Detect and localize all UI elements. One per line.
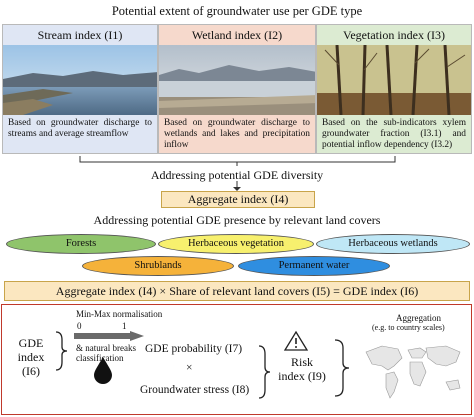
normalisation-arrow bbox=[74, 331, 144, 341]
wetland-index-description: Based on groundwater discharge to wetlan… bbox=[159, 115, 315, 153]
world-map-icon bbox=[365, 345, 461, 399]
wetland-index-heading: Wetland index (I2) bbox=[159, 25, 315, 45]
land-cover-herbaceous-vegetation: Herbaceous vegetation bbox=[158, 234, 314, 254]
wetland-panel: Wetland index (I2) Based on groundwater … bbox=[158, 24, 316, 154]
aggregate-index-box: Aggregate index (I4) bbox=[161, 191, 315, 208]
diagram-title: Potential extent of groundwater use per … bbox=[111, 4, 363, 18]
gde-index-equation: Aggregate index (I4) × Share of relevant… bbox=[4, 281, 470, 301]
stream-index-description: Based on groundwater discharge to stream… bbox=[3, 115, 157, 153]
aggregation-brace bbox=[334, 339, 350, 397]
groundwater-stress-label: Groundwater stress (I8) bbox=[140, 384, 250, 396]
gde-probability-label: GDE probability (I7) bbox=[145, 343, 243, 355]
vegetation-panel: Vegetation index (I3) Based on the sub-i… bbox=[316, 24, 472, 154]
land-cover-shrublands: Shrublands bbox=[82, 256, 234, 276]
diversity-connector bbox=[79, 156, 396, 191]
risk-index-label: Risk index (I9) bbox=[278, 355, 326, 383]
risk-section bbox=[1, 304, 472, 415]
scale-max-label: 1 bbox=[122, 321, 127, 331]
stream-photo bbox=[3, 45, 157, 115]
aggregation-sub-label: (e.g. to country scales) bbox=[372, 323, 445, 332]
gde-brace bbox=[55, 331, 68, 371]
land-cover-permanent-water: Permanent water bbox=[238, 256, 390, 276]
vegetation-photo bbox=[317, 45, 471, 115]
aggregation-label: Aggregation bbox=[396, 313, 441, 323]
stream-panel: Stream index (I1) Based on groundwater d… bbox=[2, 24, 158, 154]
vegetation-index-heading: Vegetation index (I3) bbox=[317, 25, 471, 45]
presence-label: Addressing potential GDE presence by rel… bbox=[93, 213, 381, 227]
water-drop-icon bbox=[94, 357, 112, 384]
gde-index-label: GDE index (I6) bbox=[17, 336, 45, 378]
natural-breaks-label: & natural breaks classification bbox=[76, 343, 136, 363]
wetland-photo bbox=[159, 45, 315, 115]
risk-brace bbox=[258, 345, 271, 399]
multiply-symbol: × bbox=[186, 362, 193, 374]
land-cover-forests: Forests bbox=[6, 234, 156, 254]
scale-min-label: 0 bbox=[77, 321, 82, 331]
vegetation-index-description: Based on the sub-indicators xylem ground… bbox=[317, 115, 471, 153]
land-cover-herbaceous-wetlands: Herbaceous wetlands bbox=[316, 234, 470, 254]
warning-icon bbox=[283, 330, 309, 351]
stream-index-heading: Stream index (I1) bbox=[3, 25, 157, 45]
diversity-label: Addressing potential GDE diversity bbox=[150, 168, 324, 182]
normalisation-label: Min-Max normalisation bbox=[76, 309, 163, 319]
